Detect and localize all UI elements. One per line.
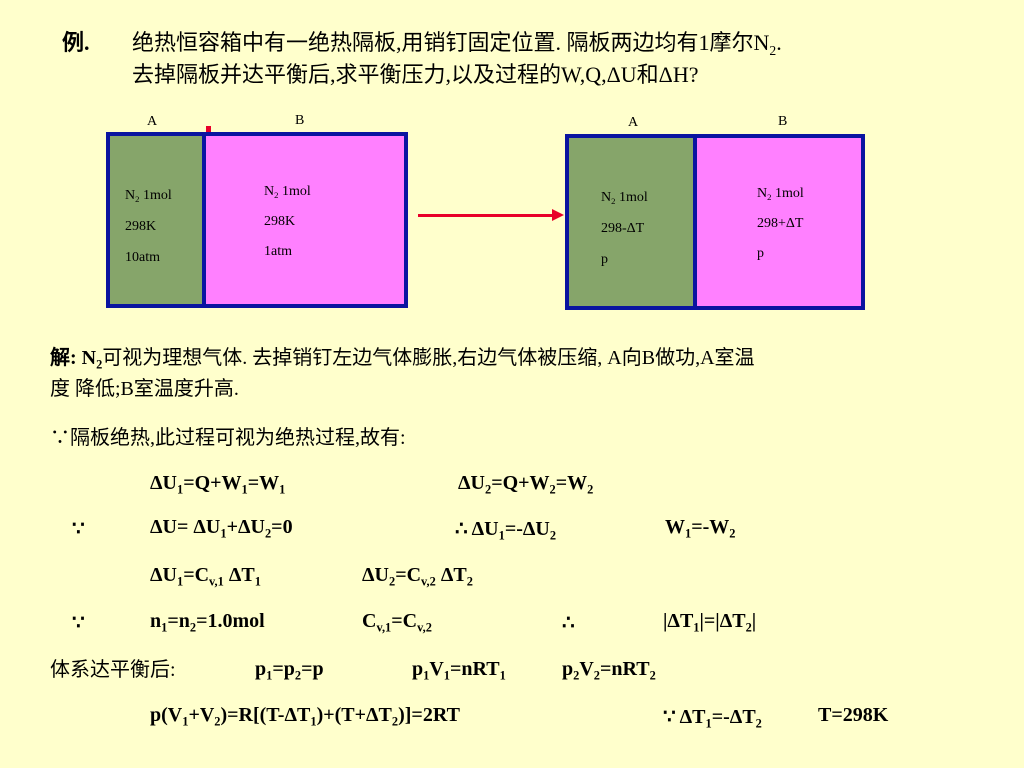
eq-n1-n2: n1=n2=1.0mol <box>150 610 265 635</box>
right-divider <box>693 138 697 306</box>
right-b-temp: 298+ΔT <box>757 216 804 231</box>
problem-line1-end: . <box>776 30 782 55</box>
therefore-symbol-1: ∴ <box>455 518 468 540</box>
left-b-line1: N2 1mol <box>264 176 311 207</box>
right-a-temp: 298-ΔT <box>601 221 645 236</box>
problem-line1: 绝热恒容箱中有一绝热隔板,用销钉固定位置. 隔板两边均有1摩尔N2. <box>132 28 782 58</box>
right-b-pressure: p <box>757 246 764 261</box>
therefore-symbol-2: ∴ <box>562 612 575 634</box>
eq-abs-dt: |ΔT1|=|ΔT2| <box>663 610 757 635</box>
eq-du-total: ΔU= ΔU1+ΔU2=0 <box>150 516 293 541</box>
left-b-pressure: 1atm <box>264 244 292 259</box>
left-a-line1: N2 1mol <box>125 180 172 211</box>
eq-du1-neg-du2: ∴ ΔU1=-ΔU2 <box>455 518 557 543</box>
left-a-moles: 1mol <box>139 188 172 203</box>
eq-cv1-cv2: Cv,1=Cv,2 <box>362 610 432 635</box>
equilibrium-label: 体系达平衡后: <box>50 659 176 681</box>
eq-dt1-neg-dt2: ∵ ΔT1=-ΔT2 <box>663 706 762 731</box>
right-b-gas-sub: 2 <box>767 192 772 203</box>
eq-p1v1: p1V1=nRT1 <box>412 658 506 683</box>
left-a-gas-sub: 2 <box>135 194 140 205</box>
because-symbol-2: ∵ <box>72 612 85 634</box>
right-label-a: A <box>628 115 639 130</box>
eq-du2-cv: ΔU2=Cv,2 ΔT2 <box>362 564 473 589</box>
solution-line3: ∵隔板绝热,此过程可视为绝热过程,故有: <box>50 427 406 449</box>
right-container: N2 1mol 298-ΔT p N2 1mol 298+ΔT p <box>565 134 865 310</box>
process-arrow-line <box>418 214 554 217</box>
right-a-pressure: p <box>601 252 608 267</box>
solution-line1-sub: 2 <box>96 357 103 372</box>
eq-du2: ΔU2=Q+W2=W2 <box>458 472 594 497</box>
left-chamber-a: N2 1mol 298K 10atm <box>110 136 202 304</box>
eq-w1-neg-w2: W1=-W2 <box>665 516 736 541</box>
problem-line2: 去掉隔板并达平衡后,求平衡压力,以及过程的W,Q,ΔU和ΔH? <box>132 62 699 87</box>
eq-t-value: T=298K <box>818 704 889 726</box>
right-chamber-b: N2 1mol 298+ΔT p <box>697 138 861 306</box>
because-symbol-3: ∵ <box>663 706 676 728</box>
left-b-gas-sub: 2 <box>274 190 279 201</box>
solution-line1-a: 解: N <box>50 347 97 369</box>
right-label-b: B <box>778 114 788 129</box>
right-b-moles: 1mol <box>771 186 804 201</box>
left-a-temp: 298K <box>125 219 157 234</box>
left-b-moles: 1mol <box>278 184 311 199</box>
eq-p-total: p(V1+V2)=R[(T-ΔT1)+(T+ΔT2)]=2RT <box>150 704 460 729</box>
left-chamber-b: N2 1mol 298K 1atm <box>206 136 404 304</box>
solution-line2: 度 降低;B室温度升高. <box>50 378 239 400</box>
right-a-gas-sub: 2 <box>611 196 616 207</box>
left-label-b: B <box>295 113 305 128</box>
eq-du1-cv: ΔU1=Cv,1 ΔT1 <box>150 564 261 589</box>
right-b-line1: N2 1mol <box>757 178 804 209</box>
problem-label: 例. <box>62 30 90 55</box>
left-container: N2 1mol 298K 10atm N2 1mol 298K 1atm <box>106 132 408 308</box>
right-a-moles: 1mol <box>615 190 648 205</box>
because-symbol-1: ∵ <box>72 518 85 540</box>
solution-line1: 解: N2可视为理想气体. 去掉销钉左边气体膨胀,右边气体被压缩, A向B做功,… <box>50 344 755 372</box>
right-b-gas: N <box>757 186 768 201</box>
left-b-gas: N <box>264 184 275 199</box>
process-arrow-head <box>552 209 564 221</box>
left-divider <box>202 136 206 304</box>
left-a-gas: N <box>125 188 136 203</box>
right-a-line1: N2 1mol <box>601 182 648 213</box>
right-chamber-a: N2 1mol 298-ΔT p <box>569 138 693 306</box>
right-a-gas: N <box>601 190 612 205</box>
problem-line1-sub: 2 <box>769 42 777 58</box>
left-a-pressure: 10atm <box>125 250 160 265</box>
left-label-a: A <box>147 114 158 129</box>
eq-p2v2: p2V2=nRT2 <box>562 658 656 683</box>
solution-line1-b: 可视为理想气体. 去掉销钉左边气体膨胀,右边气体被压缩, A向B做功,A室温 <box>102 347 755 369</box>
eq-p1-p2: p1=p2=p <box>255 658 324 683</box>
eq-du1: ΔU1=Q+W1=W1 <box>150 472 286 497</box>
left-b-temp: 298K <box>264 214 296 229</box>
problem-line1-text: 绝热恒容箱中有一绝热隔板,用销钉固定位置. 隔板两边均有1摩尔N <box>132 30 770 55</box>
